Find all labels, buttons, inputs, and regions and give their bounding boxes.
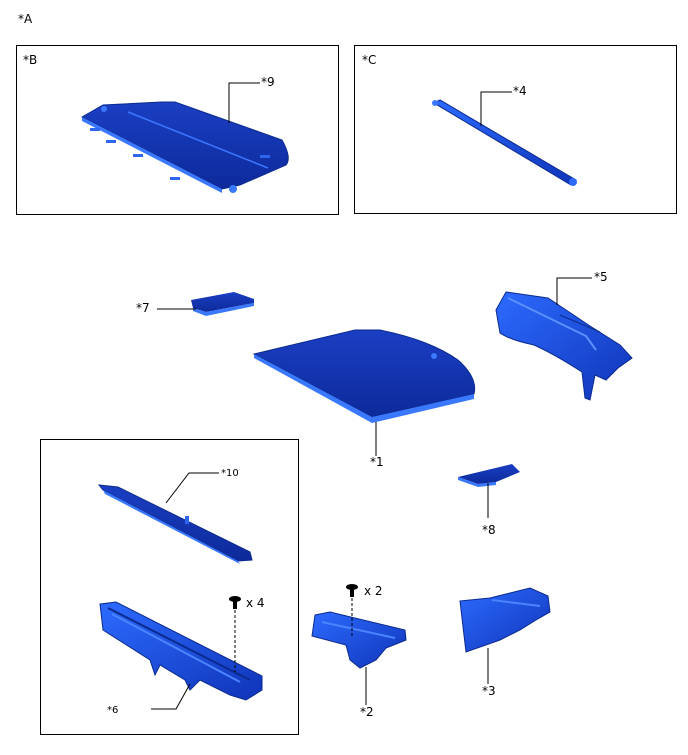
- part-3-side-piece: [459, 587, 551, 653]
- label-part-5: *5: [594, 270, 608, 284]
- label-part-1: *1: [370, 455, 384, 469]
- label-part-10: *10: [221, 468, 239, 479]
- frame-inset: [40, 439, 299, 735]
- label-part-3: *3: [482, 684, 496, 698]
- label-c: *C: [362, 53, 377, 67]
- frame-b: [16, 45, 339, 215]
- label-part-7: *7: [136, 301, 150, 315]
- label-part-6: *6: [107, 705, 119, 716]
- part-9-tonneau-cover: [80, 101, 289, 193]
- label-b: *B: [23, 53, 38, 67]
- leader-lines: [151, 82, 592, 710]
- part-5-side-trim: [495, 291, 633, 401]
- part-10-cover: [97, 484, 253, 564]
- label-part-8: *8: [482, 523, 496, 537]
- label-part-2: *2: [360, 705, 374, 719]
- part-2-bracket: [311, 611, 407, 669]
- part-4-rod: [432, 99, 577, 186]
- label-qty-screw-2: x 2: [364, 584, 383, 598]
- label-qty-screw-6: x 4: [246, 596, 265, 610]
- label-part-9: *9: [261, 75, 275, 89]
- part-6-tray: [99, 601, 263, 701]
- screw-6-icon: [229, 596, 241, 672]
- label-part-4: *4: [513, 84, 527, 98]
- part-8-small-board: [458, 464, 520, 487]
- part-1-deck-board: [252, 329, 476, 423]
- part-7-small-board: [191, 292, 254, 316]
- label-a: *A: [18, 12, 33, 26]
- screw-2-icon: [346, 584, 358, 636]
- frame-c: [354, 45, 677, 214]
